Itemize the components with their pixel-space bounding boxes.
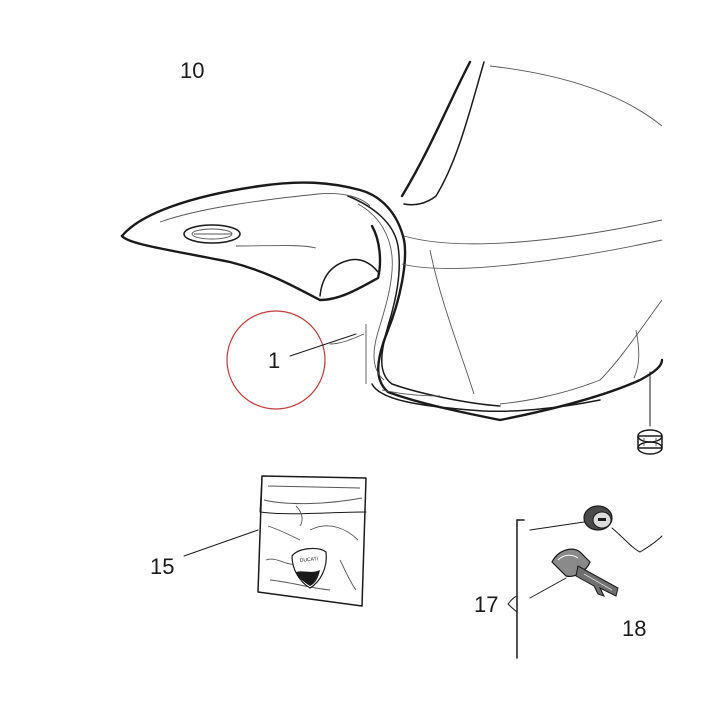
highlight-circle[interactable]: [226, 310, 326, 410]
leader-line-15: [183, 529, 259, 557]
leader-line-17a: [529, 521, 585, 531]
part-label-1[interactable]: 1: [268, 348, 280, 373]
group-bracket: [507, 519, 525, 659]
lock-connector-line: [611, 527, 663, 553]
lock-cylinder-icon[interactable]: [583, 505, 613, 531]
part-label-18: 18: [622, 616, 646, 641]
leader-line-17b: [529, 577, 567, 599]
tail-handle-slot: [183, 224, 241, 244]
seat-bolt-icon[interactable]: [637, 371, 663, 455]
document-pouch[interactable]: DUCATI: [257, 475, 367, 607]
seat-assembly[interactable]: [120, 60, 664, 422]
part-label-17: 17: [474, 592, 498, 617]
ducati-logo-icon: DUCATI: [291, 547, 327, 589]
ignition-key-icon[interactable]: [551, 548, 619, 597]
leader-line-1: [289, 333, 357, 357]
part-label-15: 15: [150, 554, 174, 579]
part-label-10: 10: [180, 58, 204, 83]
svg-text:DUCATI: DUCATI: [300, 556, 319, 564]
